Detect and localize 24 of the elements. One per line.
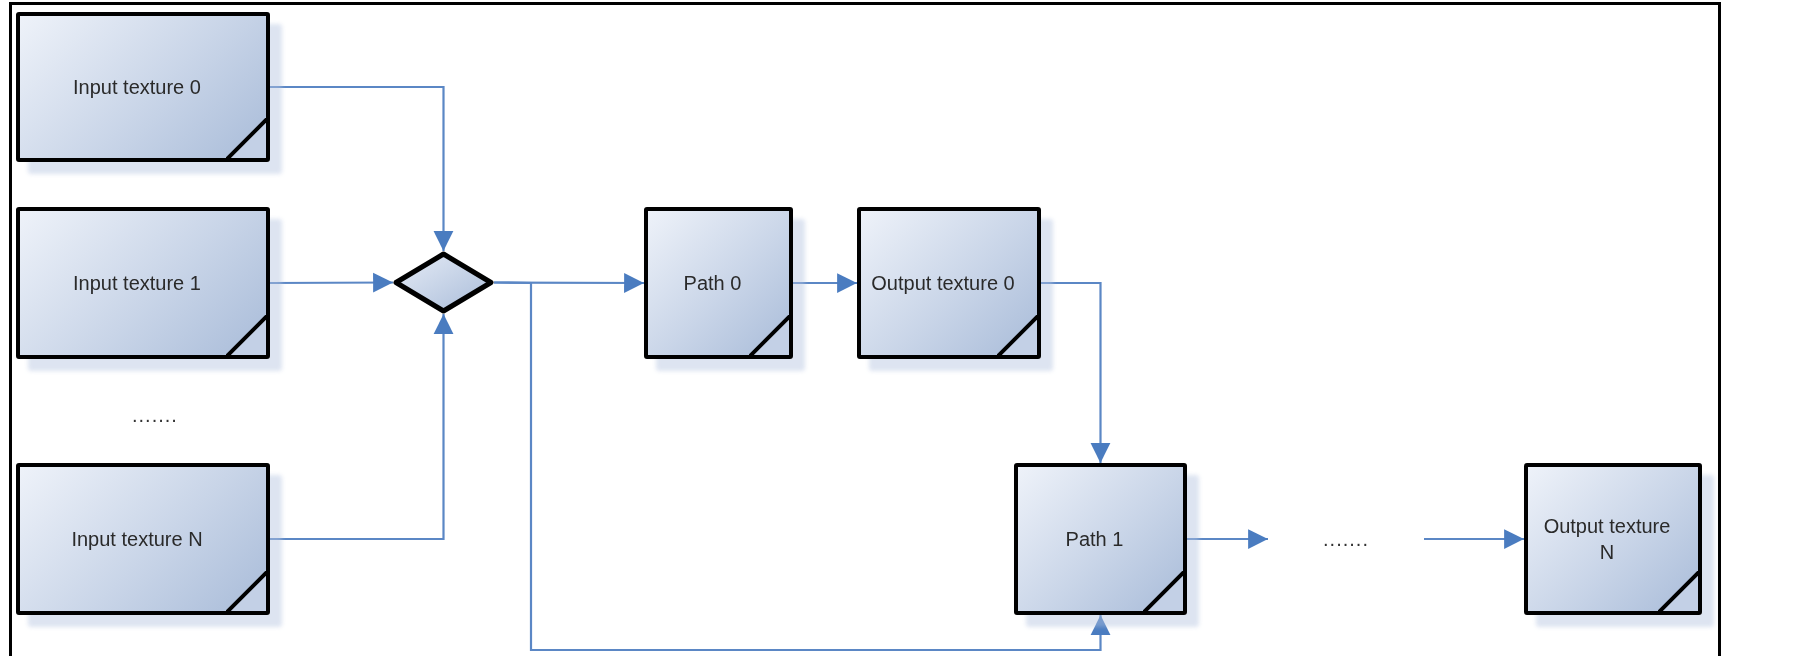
box-label: Input texture 1	[73, 271, 201, 296]
ellipsis-text: .......	[132, 404, 178, 427]
texture-box	[1524, 463, 1702, 615]
arrow	[1041, 281, 1111, 463]
box-label: Input texture 0	[73, 75, 201, 100]
arrow	[1424, 529, 1524, 549]
box-label: Output texture 0	[871, 271, 1015, 296]
box-label: Output texture N	[1542, 514, 1672, 565]
box-label: Path 0	[683, 271, 742, 296]
arrow	[793, 273, 857, 293]
box-label: Path 1	[1065, 527, 1124, 552]
texture-box	[1014, 463, 1187, 615]
box-label: Input texture N	[71, 527, 203, 552]
texture-box	[644, 207, 793, 359]
ellipsis-text: .......	[1268, 524, 1424, 554]
arrow	[270, 272, 393, 293]
arrow	[494, 281, 1111, 652]
texture-box	[857, 207, 1041, 359]
arrow	[270, 314, 454, 541]
texture-box	[16, 207, 270, 359]
arrow	[270, 85, 454, 251]
arrow	[1187, 529, 1268, 549]
texture-box	[16, 463, 270, 615]
texture-box	[16, 12, 270, 162]
